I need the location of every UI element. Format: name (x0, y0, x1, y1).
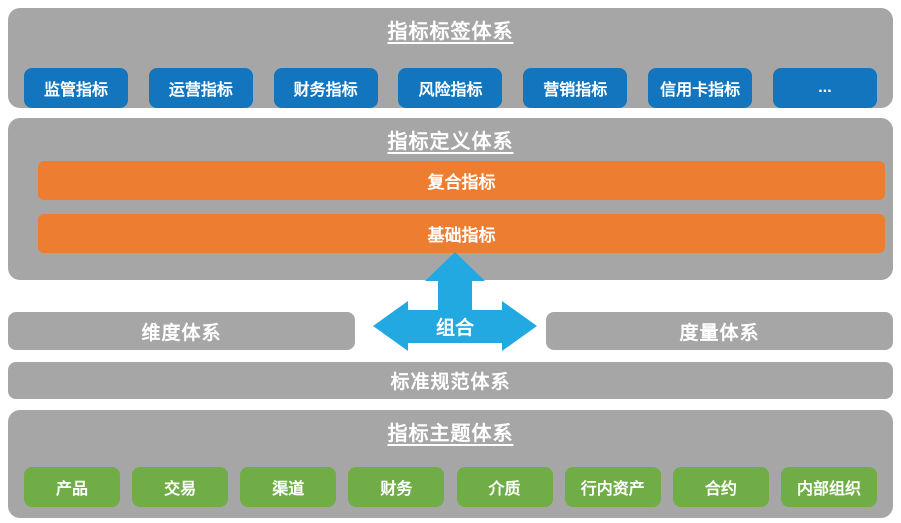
tag-row: 监管指标 运营指标 财务指标 风险指标 营销指标 信用卡指标 ... (24, 68, 877, 108)
tag-more: ... (772, 68, 877, 108)
combine-arrow: 组合 (373, 252, 537, 351)
tag-credit-card: 信用卡指标 (648, 68, 753, 108)
definition-system-title: 指标定义体系 (8, 125, 893, 154)
tag-marketing: 营销指标 (523, 68, 628, 108)
basic-indicator-bar: 基础指标 (38, 214, 885, 253)
theme-system-title-text: 指标主题体系 (387, 423, 514, 445)
tag-system-panel: 指标标签体系 监管指标 运营指标 财务指标 风险指标 营销指标 信用卡指标 ..… (8, 8, 893, 108)
theme-medium: 介质 (456, 467, 553, 507)
standard-system-bar: 标准规范体系 (8, 362, 893, 399)
measure-system-block: 度量体系 (546, 312, 893, 350)
dimension-system-block: 维度体系 (8, 312, 355, 350)
definition-system-title-text: 指标定义体系 (387, 131, 514, 153)
tag-system-title-text: 指标标签体系 (387, 21, 514, 43)
theme-transaction: 交易 (132, 467, 229, 507)
theme-finance: 财务 (348, 467, 445, 507)
theme-channel: 渠道 (240, 467, 337, 507)
combine-arrow-label: 组合 (436, 316, 475, 339)
theme-contract: 合约 (672, 467, 769, 507)
tag-risk: 风险指标 (398, 68, 503, 108)
theme-system-title: 指标主题体系 (8, 417, 893, 446)
tag-system-title: 指标标签体系 (8, 15, 893, 44)
tag-regulatory: 监管指标 (24, 68, 128, 108)
theme-internal-org: 内部组织 (780, 467, 877, 507)
tag-finance: 财务指标 (273, 68, 378, 108)
theme-system-panel: 指标主题体系 产品 交易 渠道 财务 介质 行内资产 合约 内部组织 (8, 410, 893, 518)
tag-operations: 运营指标 (148, 68, 253, 108)
theme-row: 产品 交易 渠道 财务 介质 行内资产 合约 内部组织 (24, 467, 877, 507)
theme-product: 产品 (24, 467, 120, 507)
composite-indicator-bar: 复合指标 (38, 161, 885, 200)
theme-bank-assets: 行内资产 (564, 467, 661, 507)
combine-arrow-shape (373, 252, 537, 351)
definition-system-panel: 指标定义体系 复合指标 基础指标 (8, 118, 893, 280)
